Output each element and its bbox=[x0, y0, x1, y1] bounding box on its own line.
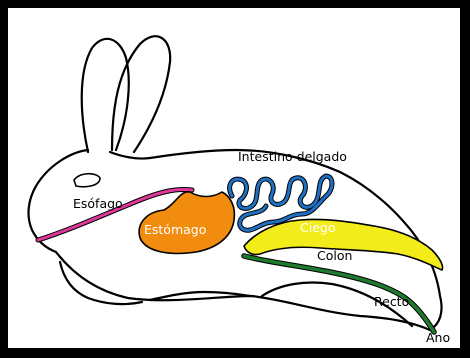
label-colon: Colon bbox=[317, 248, 352, 263]
label-intestino-delgado: Intestino delgado bbox=[238, 149, 347, 164]
label-ano: Ano bbox=[426, 330, 450, 345]
label-ciego: Ciego bbox=[300, 220, 335, 235]
label-recto: Recto bbox=[374, 294, 409, 309]
label-estomago: Estómago bbox=[144, 222, 206, 237]
label-esofago: Esófago bbox=[73, 196, 123, 211]
